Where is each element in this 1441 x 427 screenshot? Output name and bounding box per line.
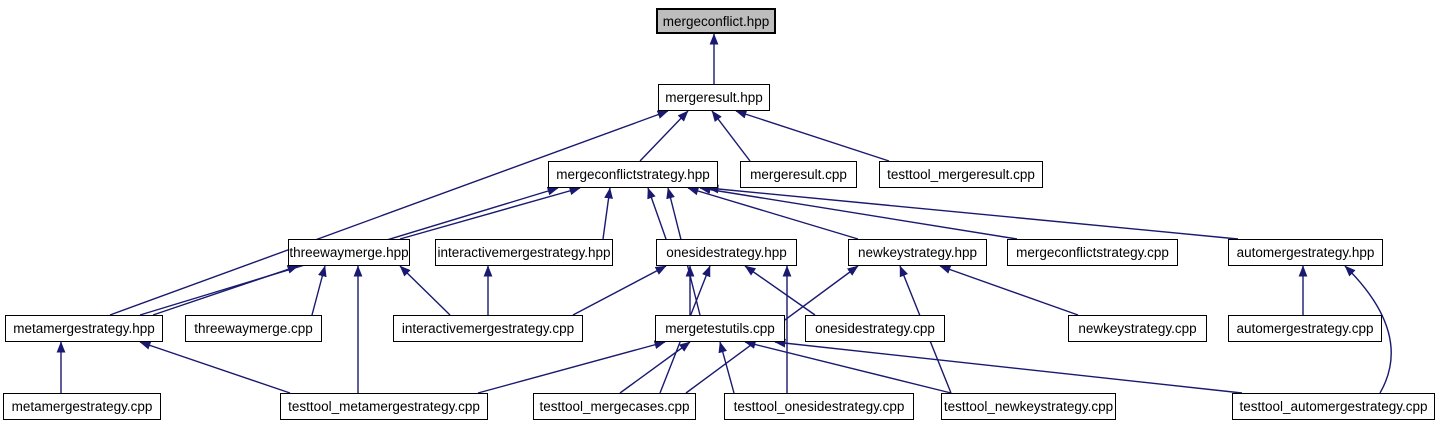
graph-edge [735, 110, 890, 162]
graph-edge [744, 340, 952, 394]
graph-node-mergeresult-cpp[interactable]: mergeresult.cpp [740, 161, 857, 188]
graph-edge [744, 265, 816, 316]
graph-node-testtool-automergestrategy-cpp[interactable]: testtool_automergestrategy.cpp [1232, 393, 1435, 420]
graph-node-onesidestrategy-cpp[interactable]: onesidestrategy.cpp [805, 315, 945, 342]
graph-edge [477, 340, 666, 394]
graph-node-threewaymerge-hpp[interactable]: threewaymerge.hpp [288, 239, 410, 266]
graph-node-testtool-mergeresult-cpp[interactable]: testtool_mergeresult.cpp [879, 161, 1043, 188]
graph-node-mergeconflictstrategy-hpp[interactable]: mergeconflictstrategy.hpp [548, 161, 718, 188]
graph-edge [1344, 265, 1392, 394]
graph-node-testtool-onesidestrategy-cpp[interactable]: testtool_onesidestrategy.cpp [724, 393, 914, 420]
graph-edge [399, 265, 451, 316]
graph-node-interactivemergestrategy-hpp[interactable]: interactivemergestrategy.hpp [435, 239, 613, 266]
graph-node-onesidestrategy-hpp[interactable]: onesidestrategy.hpp [656, 239, 797, 266]
graph-edge [139, 341, 291, 394]
graph-edge [774, 338, 1243, 394]
graph-node-threewaymerge-cpp[interactable]: threewaymerge.cpp [185, 315, 322, 342]
graph-edge [152, 265, 299, 316]
graph-node-interactivemergestrategy-cpp[interactable]: interactivemergestrategy.cpp [393, 315, 583, 342]
graph-edge [687, 186, 859, 240]
graph-node-automergestrategy-cpp[interactable]: automergestrategy.cpp [1228, 315, 1382, 342]
graph-node-mergetestutils-cpp[interactable]: mergetestutils.cpp [655, 315, 785, 342]
graph-edge [602, 187, 613, 240]
graph-node-testtool-newkeystrategy-cpp[interactable]: testtool_newkeystrategy.cpp [941, 393, 1116, 420]
graph-node-testtool-mergecases-cpp[interactable]: testtool_mergecases.cpp [533, 393, 696, 420]
graph-edge [939, 265, 1079, 316]
graph-edge [699, 185, 1018, 240]
graph-node-newkeystrategy-cpp[interactable]: newkeystrategy.cpp [1068, 315, 1207, 342]
graph-node-mergeconflict-hpp[interactable]: mergeconflict.hpp [656, 8, 776, 34]
graph-edge [399, 186, 581, 240]
graph-edge [572, 265, 667, 316]
graph-node-newkeystrategy-hpp[interactable]: newkeystrategy.hpp [848, 239, 987, 266]
graph-node-automergestrategy-hpp[interactable]: automergestrategy.hpp [1228, 239, 1383, 266]
graph-edge [718, 341, 735, 394]
graph-node-metamergestrategy-cpp[interactable]: metamergestrategy.cpp [3, 393, 161, 420]
graph-node-metamergestrategy-hpp[interactable]: metamergestrategy.hpp [5, 315, 163, 342]
graph-node-mergeconflictstrategy-cpp[interactable]: mergeconflictstrategy.cpp [1007, 239, 1178, 266]
graph-edge [711, 110, 751, 162]
graph-edge [311, 265, 327, 316]
graph-edge [109, 110, 669, 316]
graph-node-testtool-metamergestrategy-cpp[interactable]: testtool_metamergestrategy.cpp [280, 393, 488, 420]
graph-node-mergeresult-hpp[interactable]: mergeresult.hpp [658, 84, 770, 111]
graph-edge [619, 341, 691, 394]
graph-edge [639, 110, 689, 162]
graph-edge [647, 187, 667, 240]
graph-edge [707, 184, 1239, 240]
